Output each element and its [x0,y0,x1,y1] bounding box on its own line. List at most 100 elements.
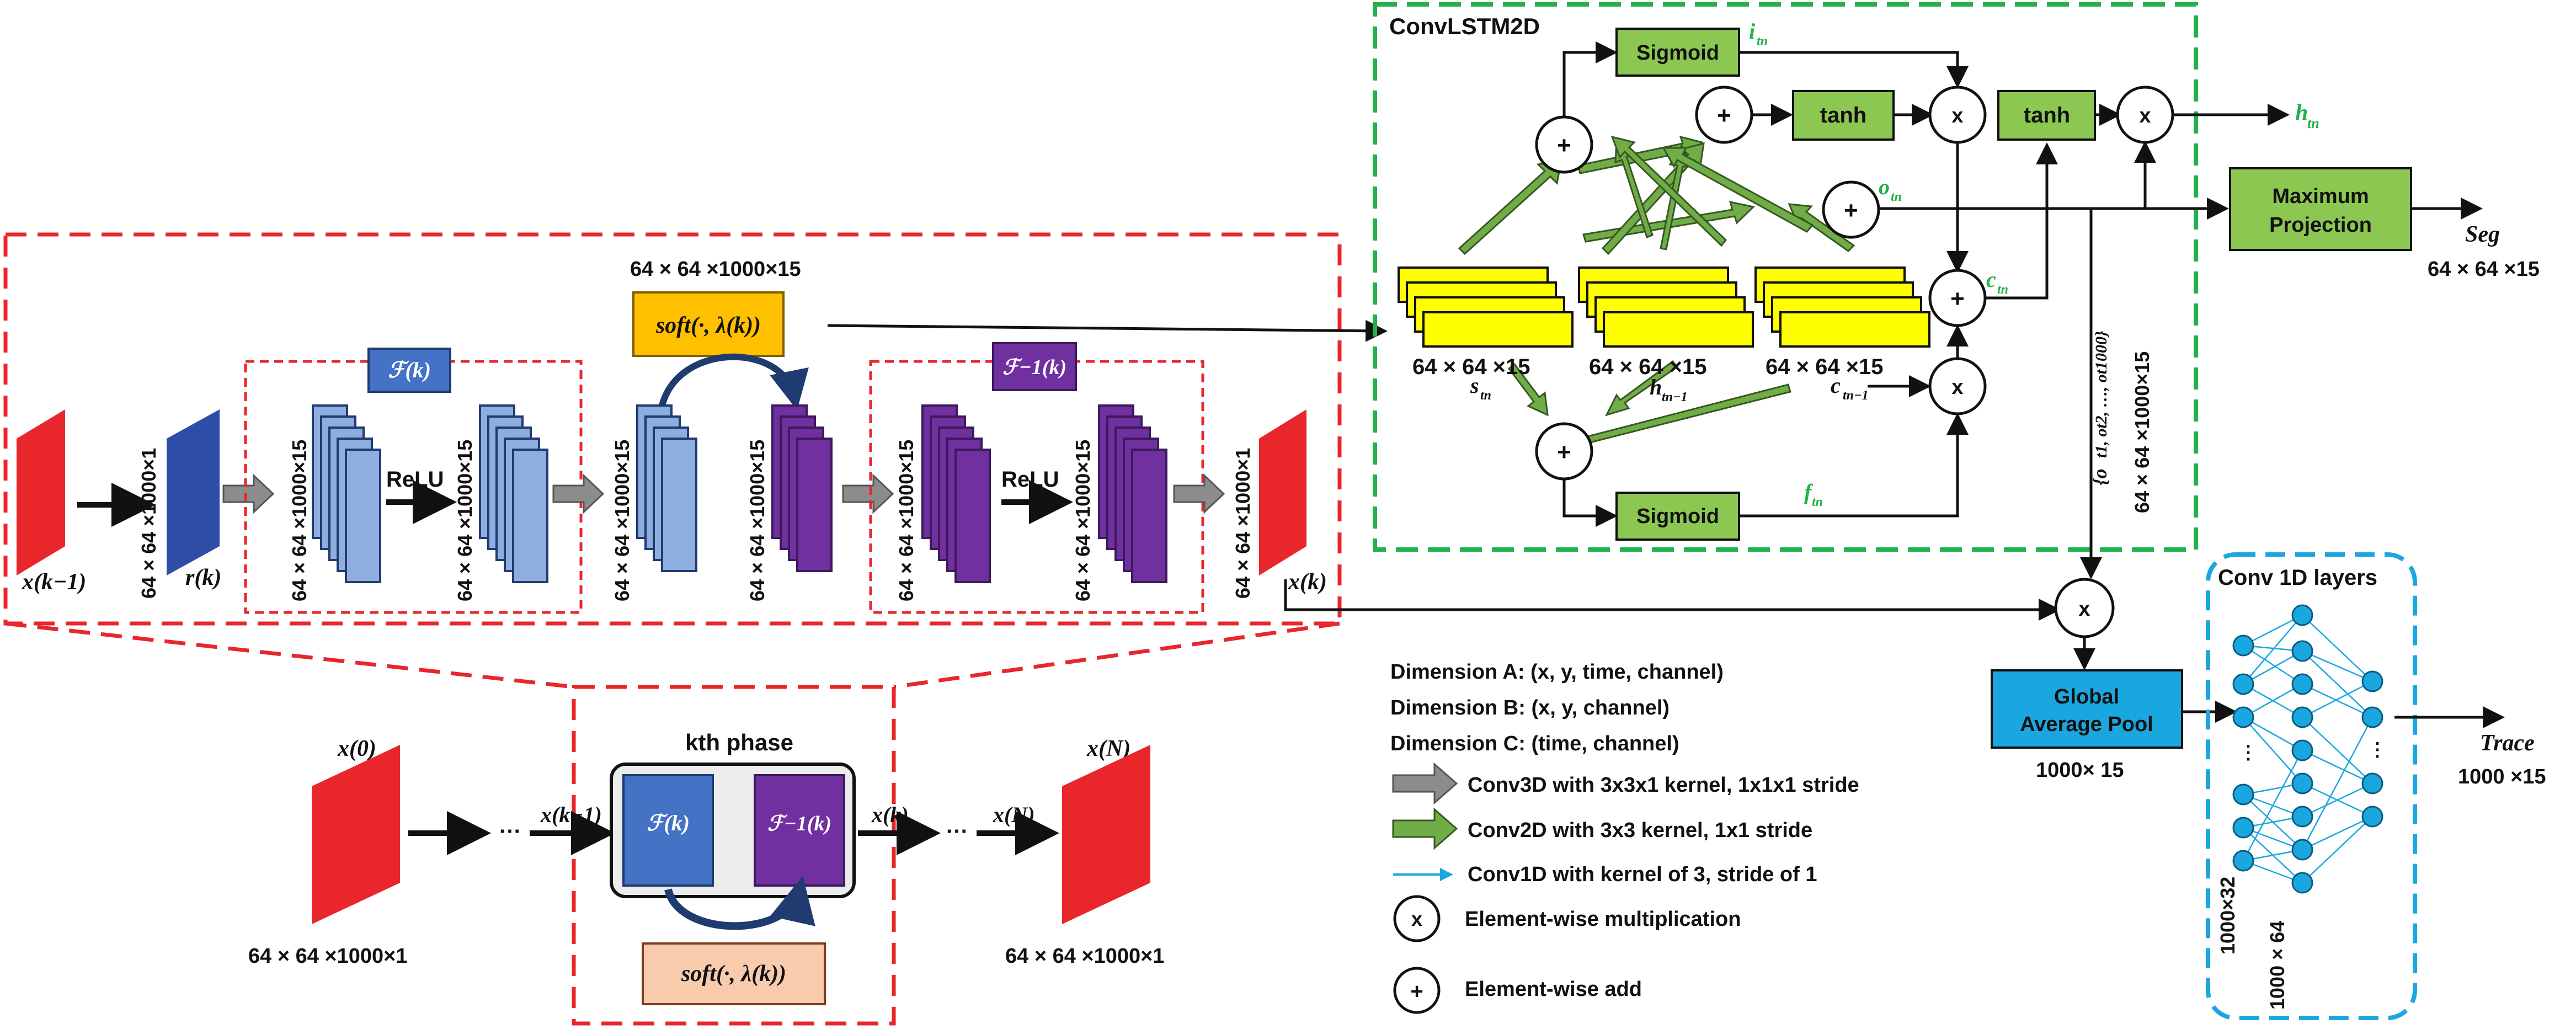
h-prev-label: h [1650,375,1662,399]
i-label: i [1749,19,1755,44]
feature-stack-6 [1098,404,1167,583]
legend-conv3d: Conv3D with 3x3x1 kernel, 1x1x1 stride [1468,774,1859,797]
dim-label-7: 64 × 64 ×1000×15 [1071,440,1094,601]
r-label: r(k) [185,565,221,590]
soft-dims-label: 64 × 64 ×1000×15 [630,258,801,281]
phase-zoom-frame [572,685,896,1026]
feature-stack-1 [312,404,381,583]
gap-label-2: Average Pool [2020,713,2153,736]
x0-label: x(0) [337,736,376,761]
input-stack [1398,266,1574,348]
input-volume [17,409,65,575]
soft-curve-arrow [659,353,809,410]
legend-conv1d: Conv1D with kernel of 3, stride of 1 [1468,863,1817,886]
f-sub: tn [1812,495,1823,509]
conv3d-arrow-4 [1173,473,1225,514]
phase-F-box [622,774,714,887]
o-seq-rest: t1, ot2, …, ot1000} [2092,330,2110,458]
svg-text:x: x [2078,598,2090,621]
o-seq-dims: 64 × 64 ×1000×15 [2131,351,2153,513]
c-sub: tn [1997,282,2008,297]
convlstm-frame [1373,2,2198,552]
soft-threshold-label: soft(·, λ(k)) [655,313,761,338]
h-out-sub: tn [2307,115,2319,131]
x-k-to-mult [1284,579,2061,621]
xN-volume [1062,745,1150,924]
legend-add-icon [1393,967,1441,1014]
phase-Finv-label: ℱ−1(k) [767,812,831,835]
forget-gate-label: Sigmoid [1636,505,1719,528]
o-seq-label: {o [2089,468,2111,486]
conv1d-dim-b: 1000 × 64 [2266,921,2289,1010]
legend-mult: Element-wise multiplication [1465,908,1741,931]
seg-label: Seg [2465,222,2500,247]
x0-dims: 64 × 64 ×1000×1 [248,945,407,968]
gap-box [1991,669,2183,749]
conv1d-title: Conv 1D layers [2218,566,2377,590]
conv1d-nodes [2232,604,2383,894]
inverse-transform-label: ℱ−1(k) [1002,356,1066,379]
feature-stack-2 [479,404,548,583]
trace-dims: 1000 ×15 [2458,765,2546,788]
legend-dim-b: Dimension B: (x, y, channel) [1390,696,1670,719]
h-prev-sub: tn−1 [1662,390,1688,404]
dim-label-4: 64 × 64 ×1000×15 [611,440,633,601]
svg-text:+: + [1844,197,1858,224]
dim-label-8: 64 × 64 ×1000×1 [1231,448,1254,599]
convlstm-title: ConvLSTM2D [1389,13,1540,39]
dots-2: ··· [946,819,968,844]
phase-soft-loop [664,876,815,930]
h-out-label: h [2295,100,2308,126]
phase-detail-frame [3,232,1342,626]
output-volume [1259,409,1306,575]
xN-dims: 64 × 64 ×1000×1 [1005,945,1164,968]
svg-text:x: x [1951,104,1963,127]
phase-title: kth phase [685,729,793,755]
svg-text:x: x [1951,376,1963,399]
forward-transform-box [367,348,451,393]
dim-label-3: 64 × 64 ×1000×15 [454,440,476,601]
input-gate-label: Sigmoid [1636,41,1719,65]
max-projection-label-1: Maximum [2272,185,2369,208]
svg-text:+: + [1557,132,1571,159]
c-prev-label: c [1831,373,1841,398]
conv3d-arrow-2 [552,473,605,514]
cell-stack-dims: 64 × 64 ×15 [1766,355,1884,379]
o-sub: tn [1891,190,1902,204]
dots-1: ··· [499,819,521,844]
conv1d-frame [2206,552,2417,1020]
soft-threshold-box [632,291,785,357]
xN-label: x(N) [1086,736,1130,761]
phase-soft-label: soft(·, λ(k)) [681,961,786,987]
tanh-box-2 [1997,90,2096,141]
gap-dims: 1000× 15 [2036,759,2124,782]
tanh-label-1: tanh [1820,103,1866,127]
hidden-stack-dims: 64 × 64 ×15 [1589,355,1707,379]
x-km1-label-bottom: x(k−1) [540,802,602,827]
legend-dim-a: Dimension A: (x, y, time, channel) [1390,660,1724,684]
legend-dim-c: Dimension C: (time, channel) [1390,732,1679,755]
svg-text:x: x [2139,104,2151,127]
svg-text:+: + [1717,102,1731,129]
legend-conv3d-arrow [1392,762,1458,805]
legend-conv2d: Conv2D with 3x3 kernel, 1x1 stride [1468,819,1812,842]
forward-transform-label: ℱ(k) [388,358,431,382]
svg-text:⋮: ⋮ [2368,739,2387,760]
c-label: c [1986,267,1996,292]
feature-stack-3 [636,404,697,572]
max-projection-label-2: Projection [2269,214,2372,237]
relu-label-1: ReLU [386,467,444,492]
phase-F-label: ℱ(k) [647,811,690,835]
svg-text:+: + [1410,979,1423,1004]
inverse-transform-box [992,342,1077,391]
x-prev-label: x(k−1) [22,569,86,595]
dim-label-6: 64 × 64 ×1000×15 [895,440,918,601]
c-prev-sub: tn−1 [1843,388,1869,403]
i-sub: tn [1757,34,1768,49]
svg-text:x: x [1411,908,1422,930]
o-label: o [1879,174,1890,199]
svg-text:+: + [1950,285,1965,312]
svg-text:⋮: ⋮ [2239,742,2258,763]
feature-stack-5 [921,404,991,583]
s-sub: tn [1480,388,1491,403]
